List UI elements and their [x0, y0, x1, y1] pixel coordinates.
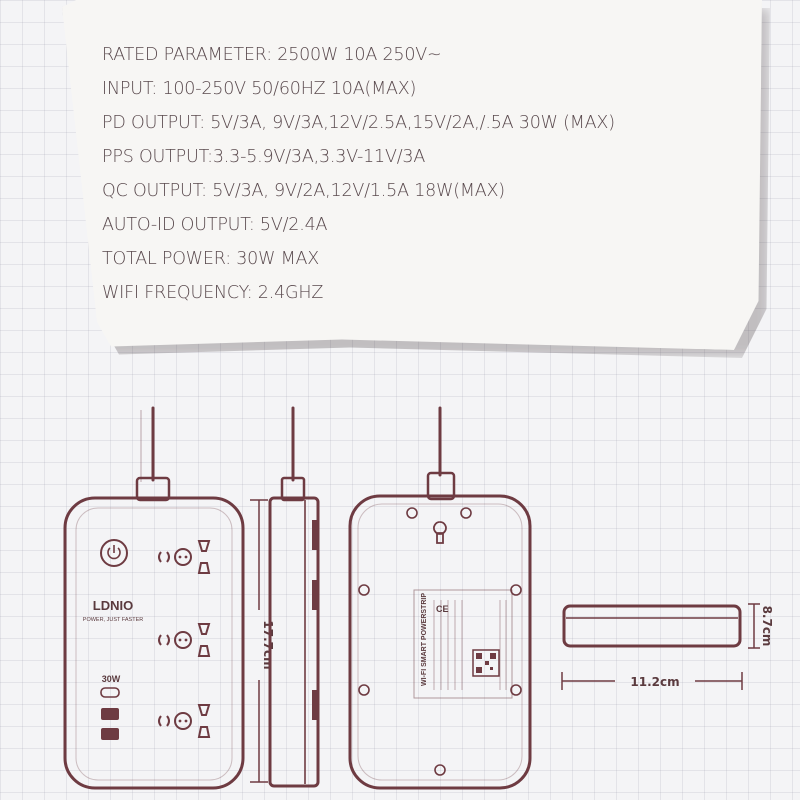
depth-label: 8.7cm	[760, 606, 774, 647]
spec-pps-output: PPS OUTPUT:3.3-5.9V/3A,3.3V-11V/3A	[102, 147, 426, 167]
usb-ports	[100, 687, 120, 740]
socket-icon	[158, 704, 210, 738]
brand-tagline: POWER, JUST FASTER	[83, 617, 143, 623]
back-view: WI-FI SMART POWERSTRIP CE	[348, 406, 532, 790]
label-title: WI-FI SMART POWERSTRIP	[421, 593, 428, 686]
spec-wifi-frequency: WIFI FREQUENCY: 2.4GHZ	[102, 283, 324, 303]
front-view: LDNIO POWER, JUST FASTER 30W	[63, 406, 245, 790]
spec-input: INPUT: 100-250V 50/60HZ 10A(MAX)	[102, 79, 417, 99]
spec-total-power: TOTAL POWER: 30W MAX	[102, 249, 320, 269]
spec-pd-output: PD OUTPUT: 5V/3A, 9V/3A,12V/2.5A,15V/2A,…	[102, 113, 615, 133]
spec-paper-card	[62, 0, 762, 350]
height-label: 17.7cm	[261, 620, 275, 669]
side-view	[268, 406, 320, 788]
spec-auto-id-output: AUTO-ID OUTPUT: 5V/2.4A	[102, 215, 328, 235]
width-label: 11.2cm	[630, 675, 679, 689]
usb-badge: 30W	[102, 674, 121, 684]
depth-view: 11.2cm 8.7cm	[561, 603, 774, 690]
screw-icon	[358, 507, 522, 776]
socket-icon	[158, 623, 210, 657]
spec-label-sticker: WI-FI SMART POWERSTRIP CE	[413, 589, 513, 699]
spec-rated-parameter: RATED PARAMETER: 2500W 10A 250V~	[102, 45, 442, 65]
ce-mark-icon: CE	[436, 604, 449, 614]
qr-code-icon	[472, 649, 500, 677]
keyhole-icon	[433, 521, 447, 544]
spec-list: RATED PARAMETER: 2500W 10A 250V~ INPUT: …	[102, 38, 615, 310]
power-button-icon	[100, 539, 128, 567]
brand-logo: LDNIO	[93, 598, 133, 613]
spec-qc-output: QC OUTPUT: 5V/3A, 9V/2A,12V/1.5A 18W(MAX…	[102, 181, 505, 201]
socket-icon	[158, 540, 210, 574]
